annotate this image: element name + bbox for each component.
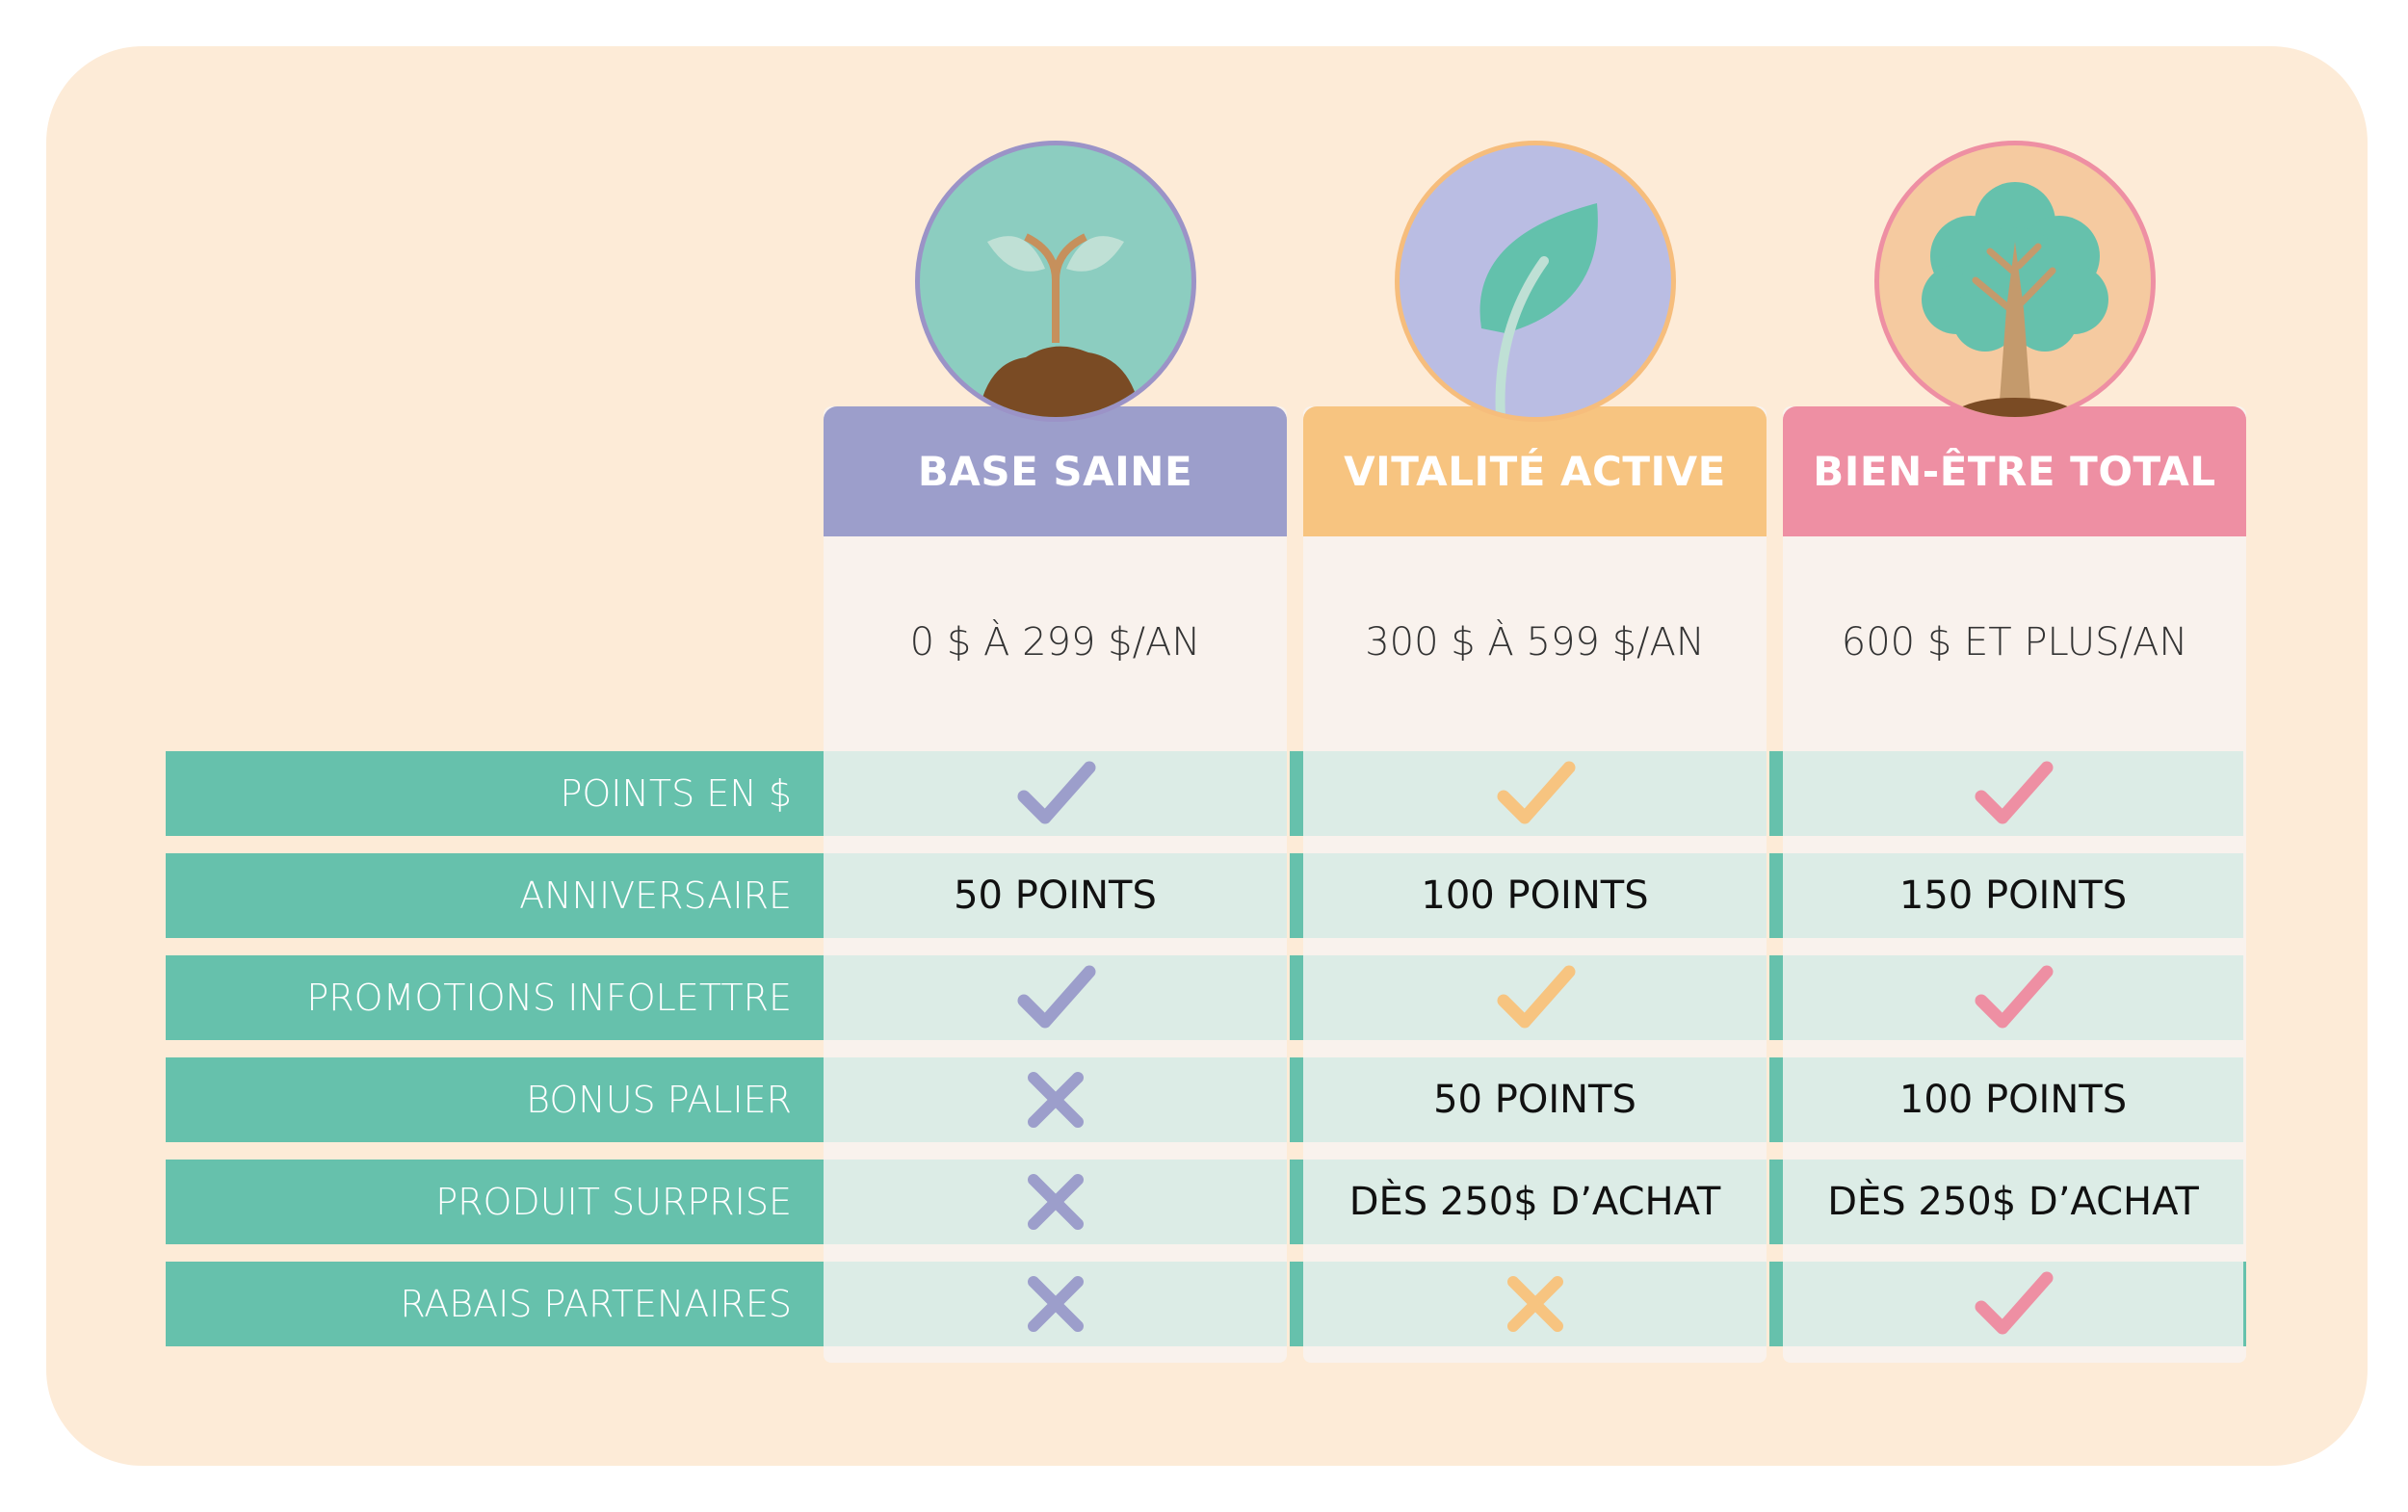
row-label-points: POINTS EN $ bbox=[166, 751, 824, 836]
cross-icon bbox=[1027, 1072, 1084, 1128]
tier-header-2: VITALITÉ ACTIVE bbox=[1303, 406, 1767, 536]
table-cell bbox=[1303, 751, 1767, 836]
sprout-icon bbox=[915, 141, 1196, 422]
cell-value: 50 POINTS bbox=[1433, 1078, 1636, 1122]
column-separator bbox=[1769, 1057, 1783, 1142]
row-label-promotions: PROMOTIONS INFOLETTRE bbox=[166, 955, 824, 1040]
tier-name: BIEN-ÊTRE TOTAL bbox=[1813, 448, 2216, 495]
checkmark-icon bbox=[1975, 761, 2054, 824]
cell-value: 100 POINTS bbox=[1898, 1078, 2128, 1122]
column-separator bbox=[1769, 1160, 1783, 1244]
table-cell bbox=[1303, 955, 1767, 1040]
column-separator bbox=[1290, 1057, 1303, 1142]
cross-icon bbox=[1027, 1174, 1084, 1230]
row-label-produit: PRODUIT SURPRISE bbox=[166, 1160, 824, 1244]
tier-header-1: BASE SAINE bbox=[824, 406, 1287, 536]
checkmark-icon bbox=[1017, 965, 1095, 1029]
column-separator bbox=[1769, 955, 1783, 1040]
table-cell bbox=[824, 1262, 1287, 1346]
checkmark-icon bbox=[1017, 761, 1095, 824]
column-separator bbox=[1290, 853, 1303, 938]
cell-value: DÈS 250$ D’ACHAT bbox=[1348, 1180, 1721, 1224]
table-cell: DÈS 250$ D’ACHAT bbox=[1783, 1160, 2243, 1244]
table-cell: 150 POINTS bbox=[1783, 853, 2243, 938]
table-cell: DÈS 250$ D’ACHAT bbox=[1303, 1160, 1767, 1244]
table-cell: 50 POINTS bbox=[824, 853, 1287, 938]
table-cell bbox=[824, 751, 1287, 836]
column-separator bbox=[1769, 1262, 1783, 1346]
cross-icon bbox=[1027, 1276, 1084, 1332]
table-cell bbox=[824, 1160, 1287, 1244]
cell-value: 50 POINTS bbox=[954, 873, 1157, 918]
table-cell: 100 POINTS bbox=[1783, 1057, 2243, 1142]
tier-price-2: 300 $ À 599 $/AN bbox=[1365, 620, 1705, 665]
tier-price-1: 0 $ À 299 $/AN bbox=[909, 620, 1201, 665]
table-cell bbox=[1783, 955, 2243, 1040]
tier-name: VITALITÉ ACTIVE bbox=[1344, 448, 1726, 495]
table-cell bbox=[824, 955, 1287, 1040]
table-edge bbox=[2243, 1262, 2246, 1346]
column-separator bbox=[1769, 751, 1783, 836]
checkmark-icon bbox=[1497, 761, 1575, 824]
column-separator bbox=[1290, 955, 1303, 1040]
checkmark-icon bbox=[1497, 965, 1575, 1029]
checkmark-icon bbox=[1975, 965, 2054, 1029]
table-cell bbox=[1783, 1262, 2243, 1346]
row-label-bonus: BONUS PALIER bbox=[166, 1057, 824, 1142]
cell-value: 100 POINTS bbox=[1421, 873, 1649, 918]
column-separator bbox=[1290, 1262, 1303, 1346]
tier-header-3: BIEN-ÊTRE TOTAL bbox=[1783, 406, 2246, 536]
table-cell bbox=[824, 1057, 1287, 1142]
cell-value: 150 POINTS bbox=[1898, 873, 2128, 918]
table-cell: 50 POINTS bbox=[1303, 1057, 1767, 1142]
column-separator bbox=[1290, 751, 1303, 836]
table-cell: 100 POINTS bbox=[1303, 853, 1767, 938]
table-cell bbox=[1783, 751, 2243, 836]
column-separator bbox=[1769, 853, 1783, 938]
leaf-icon bbox=[1395, 141, 1676, 422]
cell-value: DÈS 250$ D’ACHAT bbox=[1827, 1180, 2199, 1224]
cross-icon bbox=[1506, 1276, 1563, 1332]
tier-price-3: 600 $ ET PLUS/AN bbox=[1841, 620, 2188, 665]
checkmark-icon bbox=[1975, 1271, 2054, 1335]
row-label-anniversaire: ANNIVERSAIRE bbox=[166, 853, 824, 938]
table-cell bbox=[1303, 1262, 1767, 1346]
column-separator bbox=[1290, 1160, 1303, 1244]
tier-name: BASE SAINE bbox=[917, 448, 1193, 495]
tree-icon bbox=[1874, 141, 2156, 422]
row-label-rabais: RABAIS PARTENAIRES bbox=[166, 1262, 824, 1346]
